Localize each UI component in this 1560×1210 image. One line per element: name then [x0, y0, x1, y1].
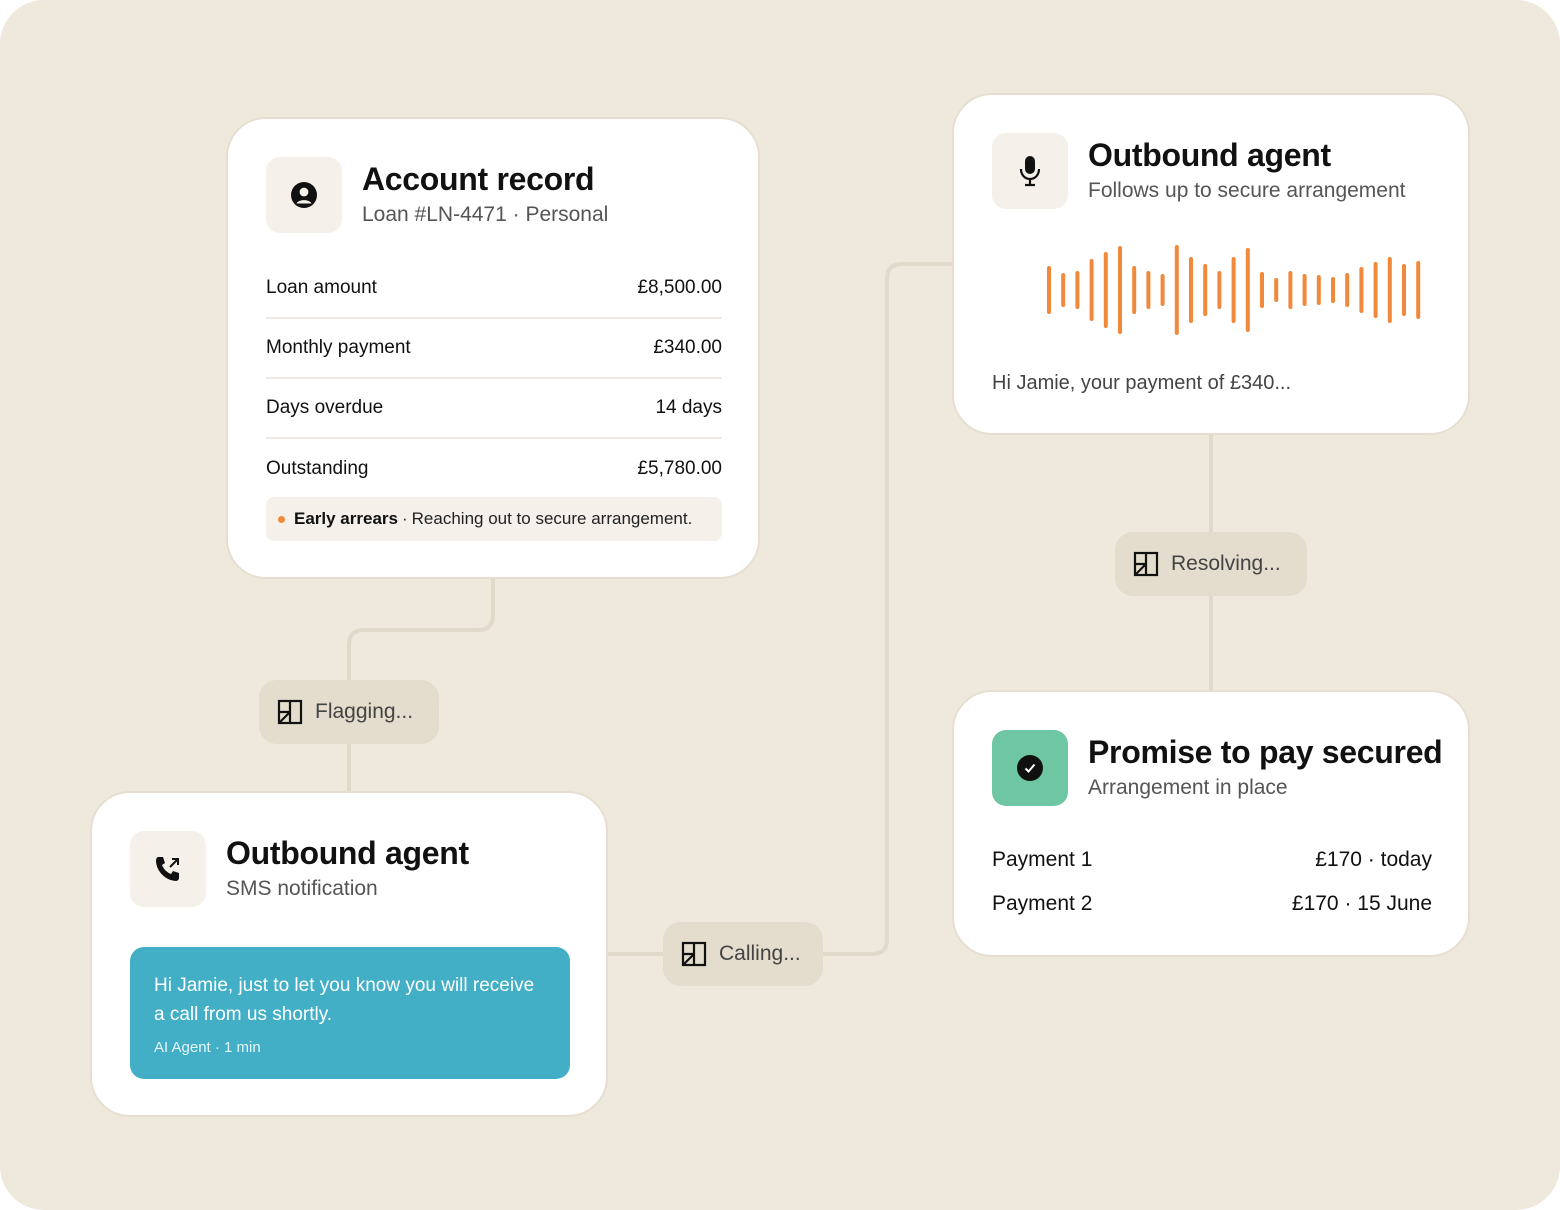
row-value: £8,500.00	[637, 277, 722, 298]
layout-icon	[277, 699, 303, 725]
step-chip-calling: Calling...	[663, 922, 823, 986]
status-label: Early arrears	[294, 509, 398, 528]
microphone-icon	[1019, 156, 1041, 187]
promise-subtitle: Arrangement in place	[1088, 776, 1288, 799]
arrears-status-banner: Early arrears · Reaching out to secure a…	[266, 497, 722, 541]
payment-row-1: Payment 1 £170 · today	[992, 848, 1432, 872]
audio-waveform	[1047, 245, 1421, 335]
account-record-subtitle: Loan #LN-4471 · Personal	[362, 203, 609, 226]
payment-value: £170 · 15 June	[1291, 892, 1432, 915]
call-transcript: Hi Jamie, your payment of £340...	[992, 372, 1292, 394]
status-text: Reaching out to secure arrangement.	[411, 509, 693, 528]
voice-agent-title: Outbound agent	[1088, 137, 1331, 173]
row-value: £5,780.00	[637, 458, 722, 479]
sms-agent-title: Outbound agent	[226, 835, 469, 871]
sms-message-text: Hi Jamie, just to let you know you will …	[154, 975, 535, 1025]
step-label: Calling...	[719, 942, 801, 965]
row-value: £340.00	[653, 337, 722, 358]
success-icon-tile	[992, 730, 1068, 806]
layout-icon	[1133, 551, 1159, 577]
row-value: 14 days	[655, 397, 722, 418]
account-row-outstanding: Outstanding £5,780.00	[266, 439, 722, 499]
connector-sms-to-voice	[606, 262, 954, 956]
status-separator: ·	[401, 509, 408, 528]
payment-value: £170 · today	[1315, 848, 1432, 871]
account-row-monthly-payment: Monthly payment £340.00	[266, 319, 722, 379]
account-row-days-overdue: Days overdue 14 days	[266, 379, 722, 439]
account-row-loan-amount: Loan amount £8,500.00	[266, 259, 722, 319]
voice-agent-subtitle: Follows up to secure arrangement	[1088, 179, 1406, 202]
step-chip-resolving: Resolving...	[1115, 532, 1307, 596]
user-circle-icon	[291, 182, 317, 208]
sms-icon-tile	[130, 831, 206, 907]
payment-row-2: Payment 2 £170 · 15 June	[992, 892, 1432, 916]
account-icon-tile	[266, 157, 342, 233]
promise-to-pay-card: Promise to pay secured Arrangement in pl…	[952, 690, 1470, 957]
outbound-sms-agent-card: Outbound agent SMS notification Hi Jamie…	[90, 791, 608, 1117]
status-dot-icon	[278, 515, 285, 523]
sms-agent-subtitle: SMS notification	[226, 877, 378, 900]
sms-message-meta: AI Agent · 1 min	[154, 1039, 261, 1056]
layout-icon	[681, 941, 707, 967]
step-chip-flagging: Flagging...	[259, 680, 439, 744]
sms-message-bubble: Hi Jamie, just to let you know you will …	[130, 947, 570, 1079]
step-label: Resolving...	[1171, 552, 1281, 575]
account-detail-list: Loan amount £8,500.00 Monthly payment £3…	[266, 259, 722, 499]
row-label: Days overdue	[266, 397, 384, 418]
payment-label: Payment 1	[992, 848, 1093, 871]
phone-outgoing-icon	[156, 857, 179, 881]
promise-title: Promise to pay secured	[1088, 734, 1443, 770]
check-circle-icon	[1017, 755, 1043, 781]
payment-label: Payment 2	[992, 892, 1093, 915]
connector-account-to-sms	[347, 577, 495, 793]
account-record-title: Account record	[362, 161, 595, 197]
outbound-voice-agent-card: Outbound agent Follows up to secure arra…	[952, 93, 1470, 435]
step-label: Flagging...	[315, 700, 414, 723]
row-label: Loan amount	[266, 277, 377, 298]
row-label: Monthly payment	[266, 337, 411, 358]
account-record-card: Account record Loan #LN-4471 · Personal …	[226, 117, 760, 579]
row-label: Outstanding	[266, 458, 369, 479]
voice-icon-tile	[992, 133, 1068, 209]
